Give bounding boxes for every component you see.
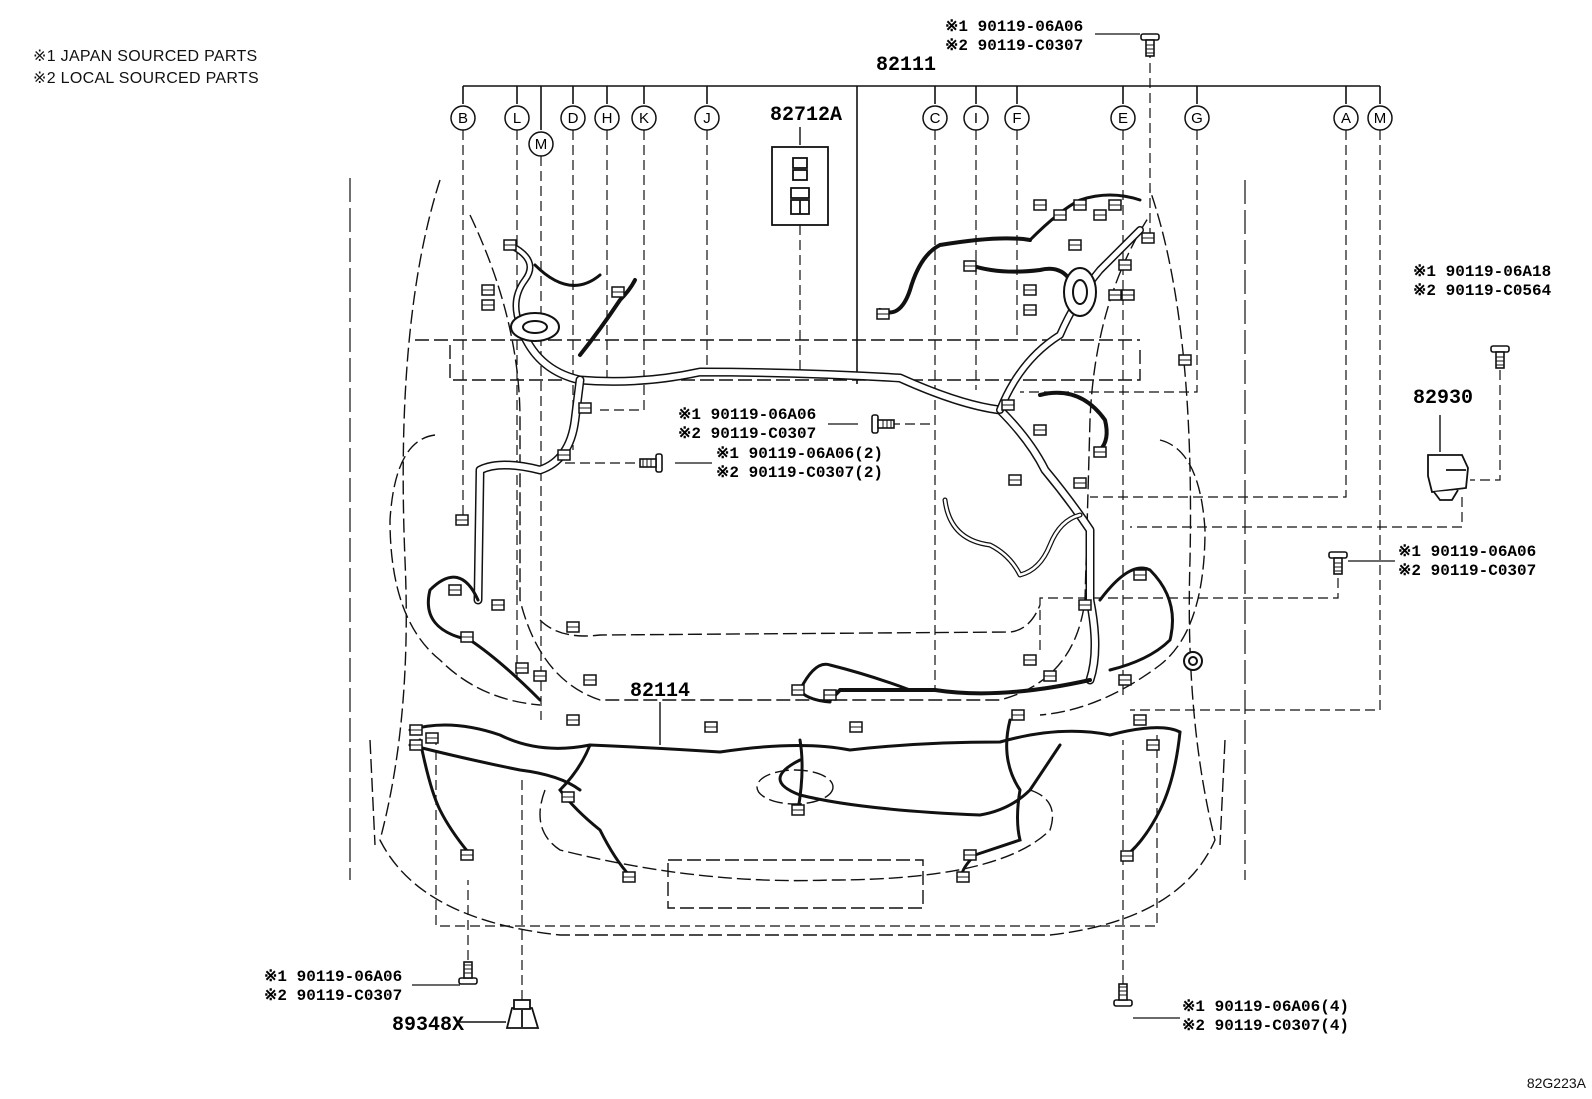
main-harness-bracket	[462, 85, 1381, 384]
letter-m-right: M	[1367, 105, 1393, 131]
letter-f: F	[1004, 105, 1030, 131]
svg-text:H: H	[602, 110, 613, 127]
legend-local-sourced: ※2 LOCAL SOURCED PARTS	[33, 70, 259, 87]
front-harness	[408, 662, 1182, 880]
bolt-icon-center-2	[639, 453, 663, 473]
legend-japan-sourced: ※1 JAPAN SOURCED PARTS	[33, 48, 258, 65]
callout-lines	[412, 33, 1395, 1019]
letter-g: G	[1184, 105, 1210, 131]
svg-text:M: M	[1374, 110, 1387, 127]
svg-text:G: G	[1191, 110, 1203, 127]
bolt-icon-center	[871, 414, 895, 434]
callout-center2-2: ※2 90119-C0307(2)	[716, 464, 883, 482]
main-harness	[426, 193, 1174, 702]
callout-right-2: ※2 90119-C0307	[1398, 562, 1536, 580]
part-82712a-label: 82712A	[770, 104, 842, 127]
svg-text:K: K	[639, 110, 649, 127]
letter-a: A	[1333, 105, 1359, 131]
callout-top-right-1: ※1 90119-06A06	[945, 18, 1083, 36]
letter-i: I	[963, 105, 989, 131]
connector-letters: B L M D H K J C I F E G A M	[450, 105, 1393, 157]
svg-text:C: C	[930, 110, 941, 127]
svg-text:M: M	[535, 136, 548, 153]
part-82111-label: 82111	[876, 54, 936, 77]
callout-bottom-right-1: ※1 90119-06A06(4)	[1182, 998, 1349, 1016]
bolt-icon-relay	[1490, 345, 1510, 369]
leader-lines	[435, 48, 1501, 1000]
callout-bottom-left-2: ※2 90119-C0307	[264, 987, 402, 1005]
callout-top-right-2: ※2 90119-C0307	[945, 37, 1083, 55]
letter-l: L	[504, 105, 530, 131]
svg-text:A: A	[1341, 110, 1351, 127]
legend: ※1 JAPAN SOURCED PARTS ※2 LOCAL SOURCED …	[33, 46, 259, 90]
part-89348x-label: 89348X	[392, 1014, 464, 1037]
callout-center-1: ※1 90119-06A06	[678, 406, 816, 424]
callout-center-2: ※2 90119-C0307	[678, 425, 816, 443]
callout-relay-2: ※2 90119-C0564	[1413, 282, 1552, 300]
grommets	[510, 267, 1203, 671]
bolt-icon-bottom-left	[458, 961, 478, 985]
letter-m-left: M	[528, 131, 554, 157]
callout-bottom-right-2: ※2 90119-C0307(4)	[1182, 1017, 1349, 1035]
callout-texts: ※1 90119-06A06 ※2 90119-C0307 ※1 90119-0…	[264, 18, 1552, 1035]
svg-text:J: J	[703, 110, 711, 127]
relay-block-icon	[771, 146, 829, 226]
callout-center2-1: ※1 90119-06A06(2)	[716, 445, 883, 463]
clamp-icon	[505, 999, 540, 1029]
letter-b: B	[450, 105, 476, 131]
letter-c: C	[922, 105, 948, 131]
callout-right-1: ※1 90119-06A06	[1398, 543, 1536, 561]
bolt-icon-right	[1328, 551, 1348, 575]
svg-text:I: I	[974, 110, 978, 127]
callout-relay-1: ※1 90119-06A18	[1413, 263, 1551, 281]
relay-icon	[1427, 454, 1469, 501]
letter-h: H	[594, 105, 620, 131]
part-82930-label: 82930	[1413, 387, 1473, 410]
callout-bottom-left-1: ※1 90119-06A06	[264, 968, 402, 986]
svg-text:L: L	[513, 110, 521, 127]
letter-d: D	[560, 105, 586, 131]
bolt-icon-top-right	[1140, 33, 1160, 57]
letter-k: K	[631, 105, 657, 131]
part-82114-label: 82114	[630, 680, 690, 703]
svg-text:D: D	[568, 110, 579, 127]
reference-code: 82G223A	[1526, 1075, 1586, 1091]
bolt-icon-bottom-right	[1113, 983, 1133, 1007]
svg-text:F: F	[1012, 110, 1021, 127]
letter-j: J	[694, 105, 720, 131]
letter-e: E	[1110, 105, 1136, 131]
svg-text:B: B	[458, 110, 468, 127]
svg-text:E: E	[1118, 110, 1128, 127]
